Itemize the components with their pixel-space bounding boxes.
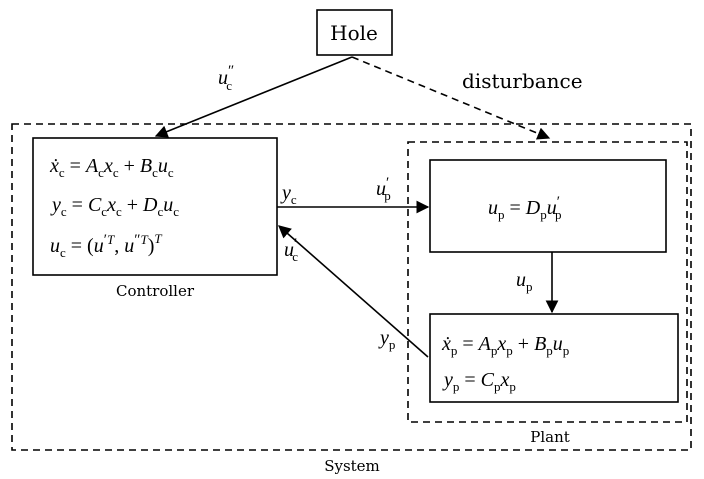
signal-u-p: up [516, 269, 533, 294]
controller-eq-1: ẋc = Acxc + Bcuc [49, 155, 174, 180]
signal-u-c-prime: u′c [284, 236, 298, 264]
plant-static-eq: up = Dpu′p [488, 194, 562, 222]
signal-y-p: yp [378, 327, 395, 352]
arrow-plant-to-controller [278, 225, 429, 358]
plant-caption: Plant [530, 428, 570, 446]
system-boundary [11, 123, 692, 451]
plant-eq-1: ẋp = Apxp + Bpup [441, 333, 569, 358]
controller-caption: Controller [116, 282, 195, 300]
arrow-hole-to-controller [154, 56, 353, 138]
signal-u-p-prime: u′p [376, 175, 391, 203]
hole-box [316, 9, 393, 56]
plant-eq-2: yp = Cpxp [442, 369, 516, 394]
plant-dynamic-box [429, 313, 679, 403]
plant-static-box [429, 159, 667, 253]
signal-u-c-double-prime: u″c [218, 63, 234, 93]
controller-eq-2: yc = Ccxc + Dcuc [50, 194, 179, 219]
system-caption: System [324, 457, 380, 475]
disturbance-label: disturbance [462, 69, 583, 93]
plant-boundary [407, 141, 688, 423]
signal-y-c: yc [280, 182, 297, 207]
controller-eq-3: uc = (u′T, u″T)T [50, 231, 162, 260]
hole-label: Hole [330, 21, 378, 45]
